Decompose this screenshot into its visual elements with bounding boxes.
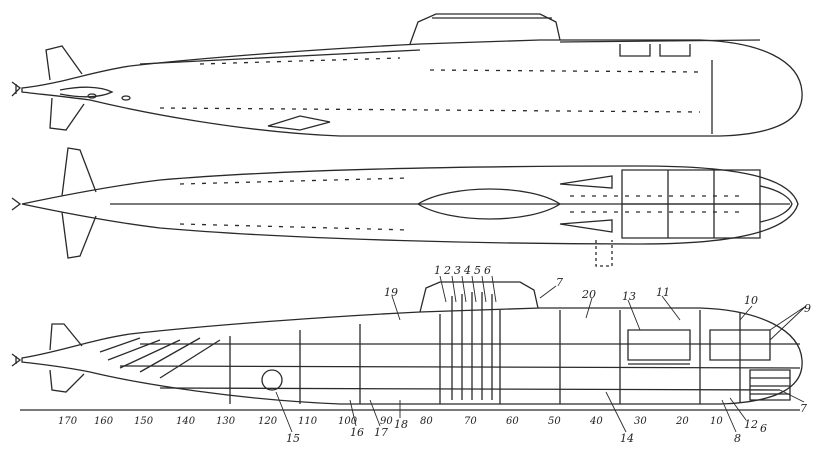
bow-hatch-top — [759, 185, 793, 223]
rudder-lower-side — [49, 97, 85, 131]
hull-outline-side — [21, 39, 803, 137]
sail-top — [416, 188, 562, 220]
callout-label: 9 — [804, 302, 811, 315]
callout-label: 15 — [286, 432, 300, 445]
callout-label: 2 — [443, 264, 451, 277]
missile-tubes-section — [451, 292, 493, 400]
frame-number: 110 — [298, 416, 318, 427]
frame-number: 160 — [94, 416, 114, 427]
propeller-section — [11, 353, 22, 367]
rudder-lower-section — [49, 369, 85, 393]
hull-outline-top — [21, 165, 799, 245]
callout-label: 10 — [744, 294, 758, 307]
callout-label: 4 — [463, 264, 471, 277]
frame-number: 20 — [675, 416, 689, 427]
frame-number: 170 — [58, 416, 78, 427]
missile-hatches-side — [619, 44, 691, 57]
frame-number: 90 — [380, 416, 393, 427]
torpedo-room — [749, 369, 791, 401]
side-view — [11, 13, 803, 137]
callout-label: 8 — [734, 432, 741, 445]
deck-marks-side — [159, 57, 701, 113]
deploy-box-top — [595, 240, 613, 267]
hull-window-side-1 — [87, 93, 97, 99]
callout-label: 5 — [474, 264, 481, 277]
frame-number: 130 — [216, 416, 236, 427]
callout-label: 17 — [374, 426, 388, 439]
callout-leaders — [275, 275, 807, 433]
frame-number: 10 — [710, 416, 723, 427]
callout-label: 7 — [556, 276, 563, 289]
callout-label: 18 — [394, 418, 408, 431]
frame-number: 50 — [548, 416, 561, 427]
section-view — [11, 281, 803, 411]
callout-label: 3 — [454, 264, 461, 277]
dive-plane-side — [267, 115, 331, 131]
frame-number: 60 — [506, 416, 519, 427]
callout-label: 13 — [622, 290, 636, 303]
fwd-compartments — [627, 329, 771, 365]
frame-number: 40 — [589, 416, 603, 427]
fore-plane-top — [559, 175, 613, 233]
propeller-top — [11, 197, 22, 211]
bulkheads-section — [229, 310, 741, 404]
frame-number: 150 — [134, 416, 154, 427]
propeller-side — [11, 81, 21, 97]
sail-section — [419, 281, 539, 313]
frame-number: 120 — [258, 416, 278, 427]
callout-label: 7 — [800, 402, 807, 415]
frame-number: 30 — [634, 416, 647, 427]
deck-lines-section — [119, 343, 801, 391]
callout-label: 16 — [350, 426, 364, 439]
frame-number: 100 — [338, 416, 358, 427]
upper-deck-line — [139, 39, 761, 65]
frame-number: 70 — [464, 416, 477, 427]
rudder-upper-section — [49, 323, 83, 351]
top-view — [11, 147, 799, 267]
callout-label: 6 — [760, 422, 767, 435]
sail-side — [409, 13, 561, 45]
hull-outline-section — [21, 307, 803, 405]
callout-label: 12 — [744, 418, 758, 431]
callout-label: 11 — [656, 286, 670, 299]
callout-label: 6 — [484, 264, 491, 277]
stabilizer-upper-top — [61, 147, 97, 197]
stabilizer-lower-top — [61, 211, 97, 259]
stern-fairing-side — [59, 86, 114, 98]
frame-number: 80 — [420, 416, 433, 427]
callout-label: 20 — [581, 288, 596, 301]
reactor-circle — [261, 369, 283, 391]
rudder-upper-side — [45, 45, 83, 81]
callout-label: 1 — [434, 264, 441, 277]
aft-hatching — [99, 337, 221, 379]
frame-number: 140 — [176, 416, 196, 427]
callout-labels: 1 2 3 4 5 6 7 20 13 11 10 9 19 7 12 8 14… — [286, 264, 811, 445]
callout-label: 14 — [620, 432, 634, 445]
callout-label: 19 — [384, 286, 398, 299]
frame-scale: 170 160 150 140 130 120 110 100 90 80 70… — [58, 416, 723, 427]
hull-window-side-2 — [121, 95, 131, 101]
missile-bay-top — [621, 169, 761, 239]
